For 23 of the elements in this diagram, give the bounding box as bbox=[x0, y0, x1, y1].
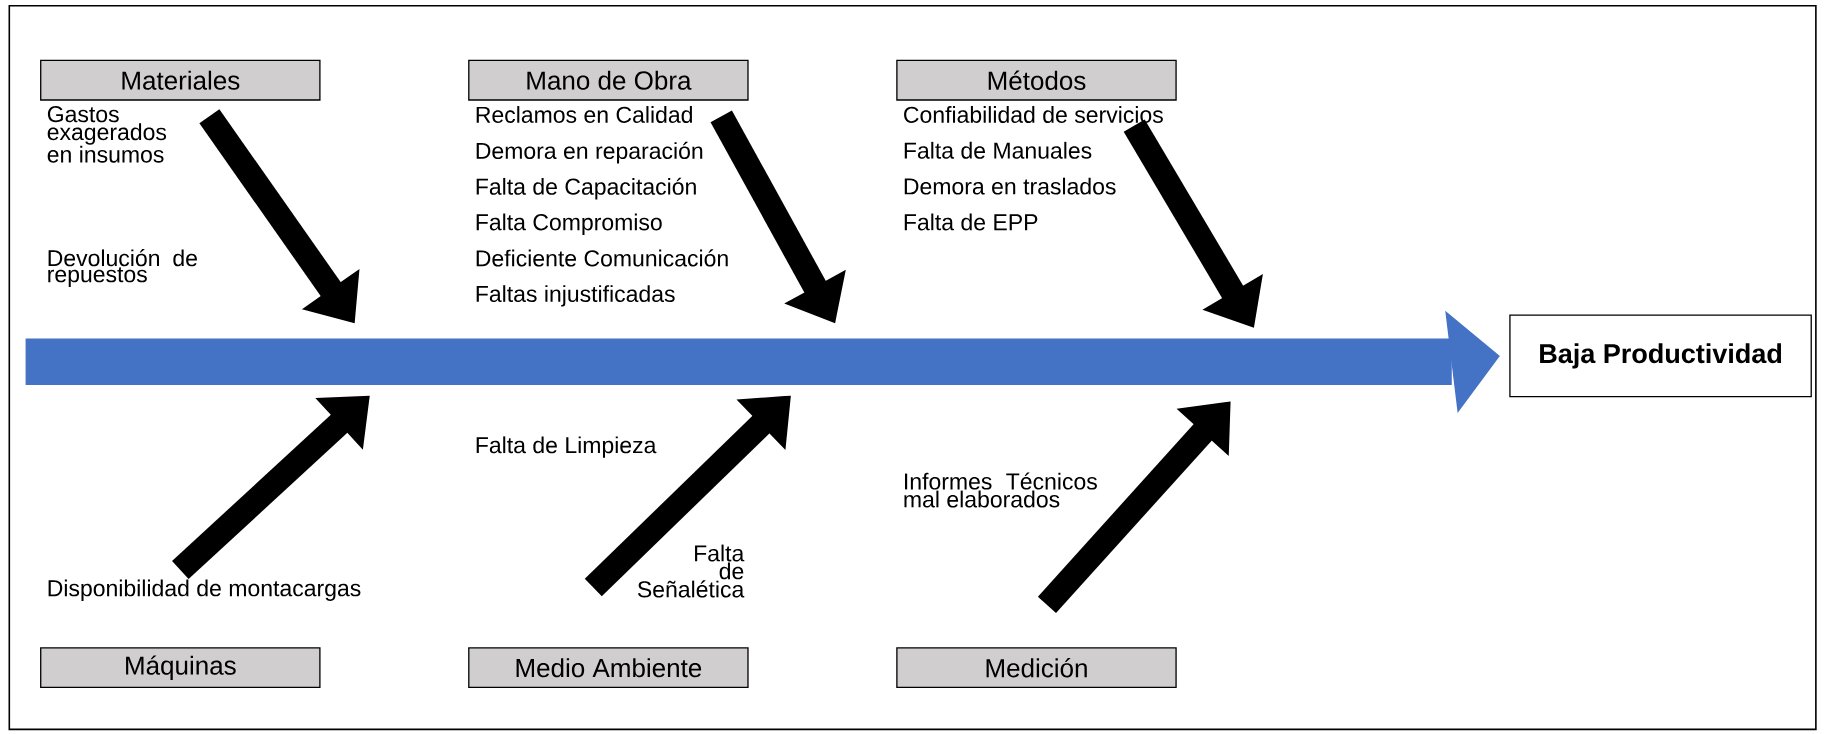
category-box: Máquinas bbox=[40, 647, 321, 689]
effect-box: Baja Productividad bbox=[1509, 314, 1812, 398]
cause-text: Devolución de repuestos bbox=[48, 249, 197, 287]
cause-text: Demora en reparación bbox=[476, 141, 703, 164]
category-box: Medición bbox=[896, 647, 1177, 689]
category-box: Métodos bbox=[896, 59, 1177, 101]
cause-text: Informes Técnicos mal elaborados bbox=[904, 472, 1097, 508]
cause-text: Falta de Señalética bbox=[637, 544, 745, 598]
cause-text: Falta de Manuales bbox=[904, 141, 1092, 159]
category-box: Materiales bbox=[40, 59, 321, 101]
cause-text: Demora en traslados bbox=[904, 177, 1116, 195]
cause-text: Disponibilidad de montacargas bbox=[48, 579, 361, 601]
category-box: Mano de Obra bbox=[468, 59, 749, 101]
cause-text: Deficiente Comunicación bbox=[476, 249, 728, 267]
cause-text: Falta Compromiso bbox=[476, 213, 662, 235]
cause-text: Reclamos en Calidad bbox=[476, 106, 692, 123]
category-box: Medio Ambiente bbox=[468, 647, 749, 689]
cause-text: Faltas injustificadas bbox=[476, 285, 675, 307]
cause-text: Gastos exagerados en insumos bbox=[47, 106, 167, 163]
cause-text: Confiabilidad de servicios bbox=[904, 106, 1163, 123]
cause-text: Falta de EPP bbox=[904, 213, 1038, 231]
cause-text: Falta de Capacitación bbox=[476, 177, 696, 200]
cause-text: Falta de Limpieza bbox=[476, 436, 657, 458]
